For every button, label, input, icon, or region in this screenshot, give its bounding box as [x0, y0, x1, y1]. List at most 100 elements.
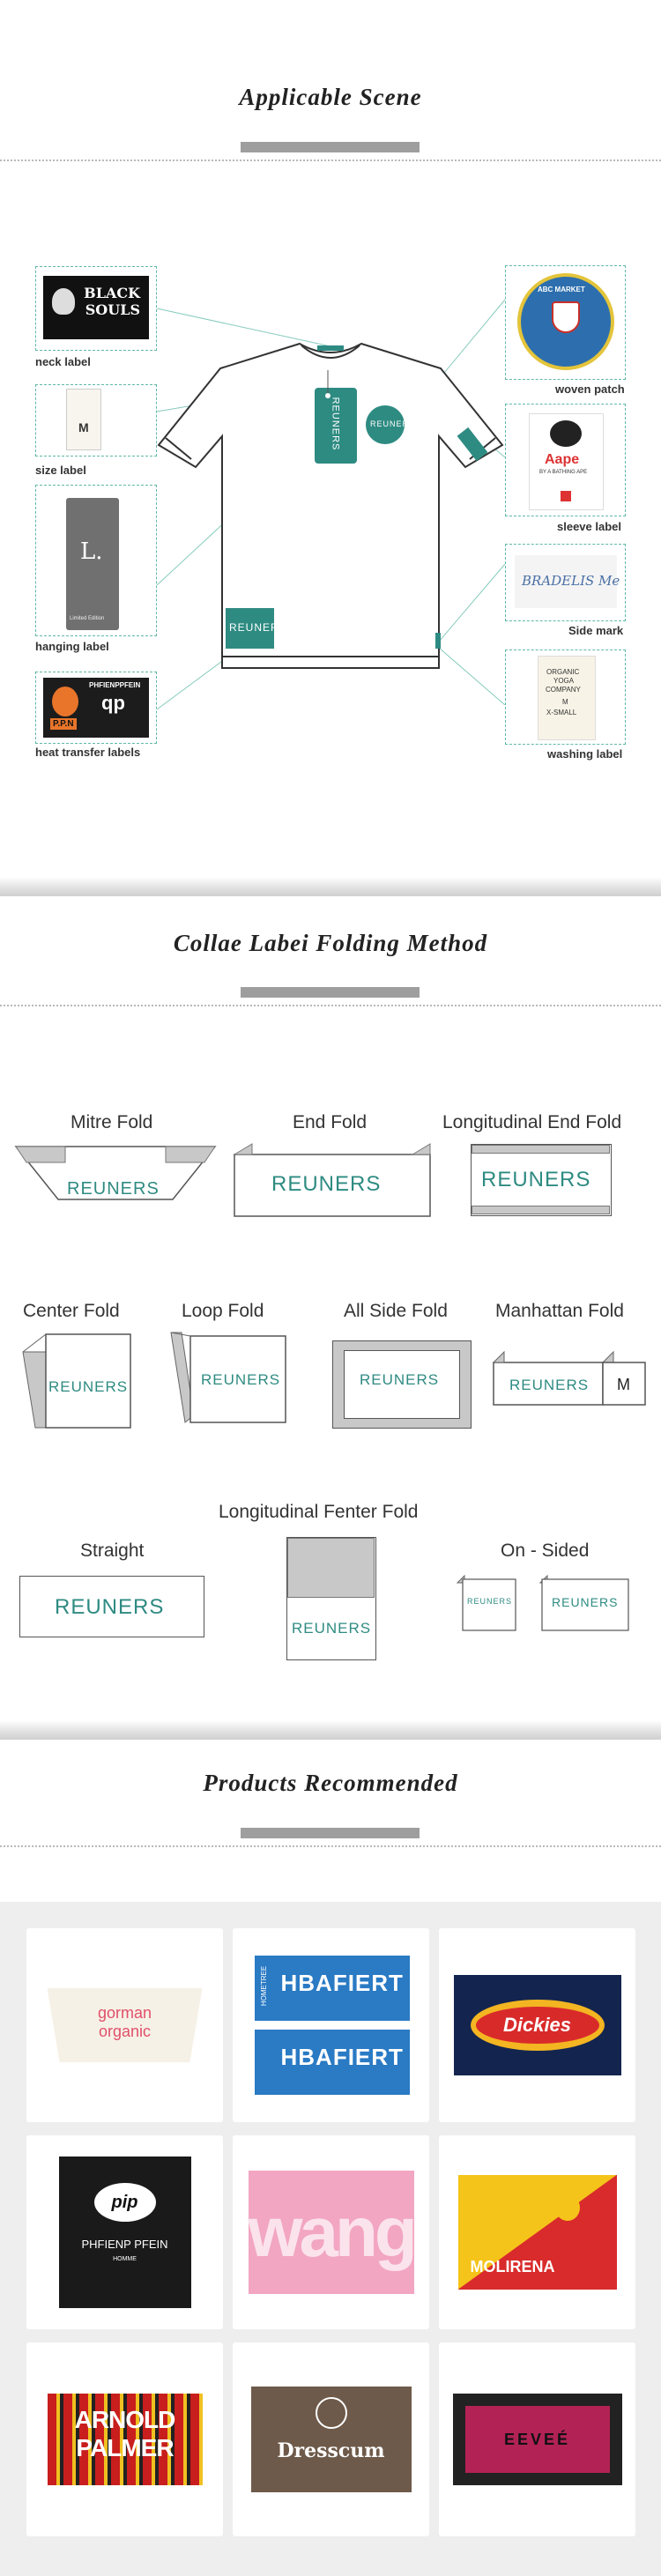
- rooster-icon: [554, 2194, 580, 2221]
- title-decor-bar: [241, 1828, 420, 1838]
- shirt-tag-brand: REUNERS: [330, 397, 341, 451]
- product-card-dickies[interactable]: Dickies: [439, 1928, 635, 2122]
- loop-fold-diagram: [170, 1332, 286, 1423]
- connector-lines: [156, 299, 506, 710]
- mitre-fold-brand: REUNERS: [67, 1179, 160, 1199]
- product-hbafiert-side: HOMETREE: [259, 1965, 268, 2007]
- product-card-molirena[interactable]: MOLIRENA: [439, 2135, 635, 2329]
- sleeve-label-sub: BY A BATHING APE: [539, 470, 588, 475]
- divider: [0, 1845, 661, 1847]
- longitudinal-fenter-fold-diagram: [286, 1537, 376, 1660]
- divider: [0, 160, 661, 161]
- product-card-wang[interactable]: wang: [233, 2135, 429, 2329]
- tshirt-illustration: [157, 342, 504, 669]
- on-sided-fold-name: On - Sided: [501, 1540, 590, 1561]
- size-label-letter: M: [78, 420, 89, 434]
- product-eevee-text: EEVEÉ: [503, 2430, 571, 2448]
- sleeve-label-caption: sleeve label: [557, 520, 621, 533]
- product-card-eevee[interactable]: EEVEÉ: [439, 2342, 635, 2536]
- straight-fold-diagram: [19, 1576, 204, 1637]
- product-card-hbafiert[interactable]: HBAFIERT HBAFIERT HOMETREE: [233, 1928, 429, 2122]
- manhattan-fold-name: Manhattan Fold: [495, 1301, 624, 1321]
- longitudinal-fenter-fold-brand: REUNERS: [292, 1620, 372, 1637]
- longitudinal-end-fold-diagram: [471, 1144, 612, 1216]
- folding-section-title: Collae Labei Folding Method: [173, 930, 488, 956]
- neck-label-card: BLACK SOULS: [35, 266, 157, 351]
- product-card-arnold-palmer[interactable]: ARNOLD PALMER: [26, 2342, 223, 2536]
- center-fold-name: Center Fold: [23, 1301, 120, 1321]
- sleeve-label-card: Aape BY A BATHING APE: [505, 404, 626, 516]
- washing-line-4: M: [562, 698, 568, 706]
- product-phfienp-sub: HOMME: [113, 2256, 137, 2262]
- neck-label-text2: SOULS: [85, 301, 140, 318]
- product-dresscum-text: Dresscum: [277, 2439, 385, 2462]
- washing-line-5: X-SMALL: [546, 709, 577, 716]
- hanging-label-small: Limited Edition: [70, 616, 105, 621]
- end-fold-name: End Fold: [293, 1112, 368, 1132]
- product-hbafiert-top: HBAFIERT: [280, 1970, 404, 1996]
- product-dickies-text: Dickies: [502, 2014, 572, 2036]
- product-gorman-line2: organic: [98, 2023, 152, 2040]
- manhattan-fold-brand: REUNERS: [509, 1377, 590, 1393]
- washing-line-3: COMPANY: [546, 686, 581, 694]
- pip-logo-icon: pip: [93, 2183, 156, 2222]
- on-sided-fold-diagram: [456, 1574, 629, 1631]
- side-mark-caption: Side mark: [568, 624, 624, 637]
- product-hbafiert-bottom: HBAFIERT: [280, 2044, 404, 2070]
- washing-line-1: ORGANIC: [546, 668, 580, 676]
- loop-fold-brand: REUNERS: [201, 1371, 281, 1388]
- product-card-dresscum[interactable]: Dresscum: [233, 2342, 429, 2536]
- neck-label-text1: BLACK: [84, 285, 140, 301]
- on-sided-fold-brand-small: REUNERS: [467, 1597, 513, 1606]
- center-fold-diagram: [22, 1333, 131, 1429]
- mitre-fold-name: Mitre Fold: [71, 1112, 153, 1132]
- all-side-fold-name: All Side Fold: [344, 1301, 448, 1321]
- straight-fold-name: Straight: [80, 1540, 145, 1561]
- heat-transfer-brand: P.P.N: [50, 718, 77, 730]
- straight-fold-brand: REUNERS: [55, 1595, 165, 1619]
- heron-icon: [315, 2397, 347, 2429]
- end-fold-diagram: [233, 1143, 431, 1217]
- crest-icon: [552, 301, 580, 333]
- side-mark-brand: BRADELIS Me: [522, 573, 620, 589]
- title-decor-bar: [241, 987, 420, 998]
- end-fold-brand: REUNERS: [271, 1172, 382, 1196]
- mitre-fold-diagram: [14, 1146, 217, 1200]
- product-phfienp-name: PHFIENP PFEIN: [81, 2238, 168, 2251]
- product-card-phfienp[interactable]: pip PHFIENP PFEIN HOMME: [26, 2135, 223, 2329]
- size-label-card: M: [35, 384, 157, 457]
- washing-label-caption: washing label: [547, 747, 623, 761]
- on-sided-fold-brand: REUNERS: [552, 1595, 619, 1609]
- hanging-label-mark: L.: [80, 538, 103, 565]
- longitudinal-end-fold-name: Longitudinal End Fold: [442, 1112, 622, 1132]
- loop-fold-name: Loop Fold: [182, 1301, 264, 1321]
- ape-head-icon: [550, 420, 582, 447]
- manhattan-fold-diagram: [492, 1350, 646, 1406]
- product-gorman-line1: gorman: [97, 2004, 152, 2022]
- product-molirena-text: MOLIRENA: [470, 2258, 555, 2275]
- product-arnold-line2: PALMER: [76, 2434, 174, 2461]
- woven-patch-text: ABC MARKET: [538, 286, 585, 293]
- mascot-icon: [52, 687, 78, 716]
- heat-transfer-card: PHFIENPPFEIN P.P.N qp: [35, 672, 157, 744]
- longitudinal-fenter-fold-name: Longitudinal Fenter Fold: [219, 1502, 419, 1522]
- section-separator: [0, 877, 661, 896]
- sleeve-label-brand: Aape: [545, 452, 580, 467]
- woven-patch-caption: woven patch: [555, 382, 625, 396]
- skull-icon: [52, 288, 75, 315]
- heat-transfer-logo: qp: [101, 692, 125, 714]
- heat-transfer-top: PHFIENPPFEIN: [89, 681, 141, 689]
- title-decor-bar: [241, 142, 420, 152]
- product-arnold-line1: ARNOLD: [74, 2406, 176, 2433]
- neck-label-caption: neck label: [35, 355, 91, 368]
- all-side-fold-brand: REUNERS: [360, 1371, 440, 1388]
- center-fold-brand: REUNERS: [48, 1378, 129, 1395]
- product-wang-text: wang: [248, 2193, 417, 2271]
- hanging-label-card: L. Limited Edition: [35, 485, 157, 636]
- products-section-title: Products Recommended: [203, 1770, 458, 1796]
- shirt-hem-brand: REUNERS: [229, 621, 287, 634]
- product-card-gorman[interactable]: gorman organic: [26, 1928, 223, 2122]
- side-mark-card: BRADELIS Me: [505, 544, 626, 621]
- hanging-label-caption: hanging label: [35, 640, 109, 653]
- manhattan-fold-size: M: [617, 1376, 630, 1393]
